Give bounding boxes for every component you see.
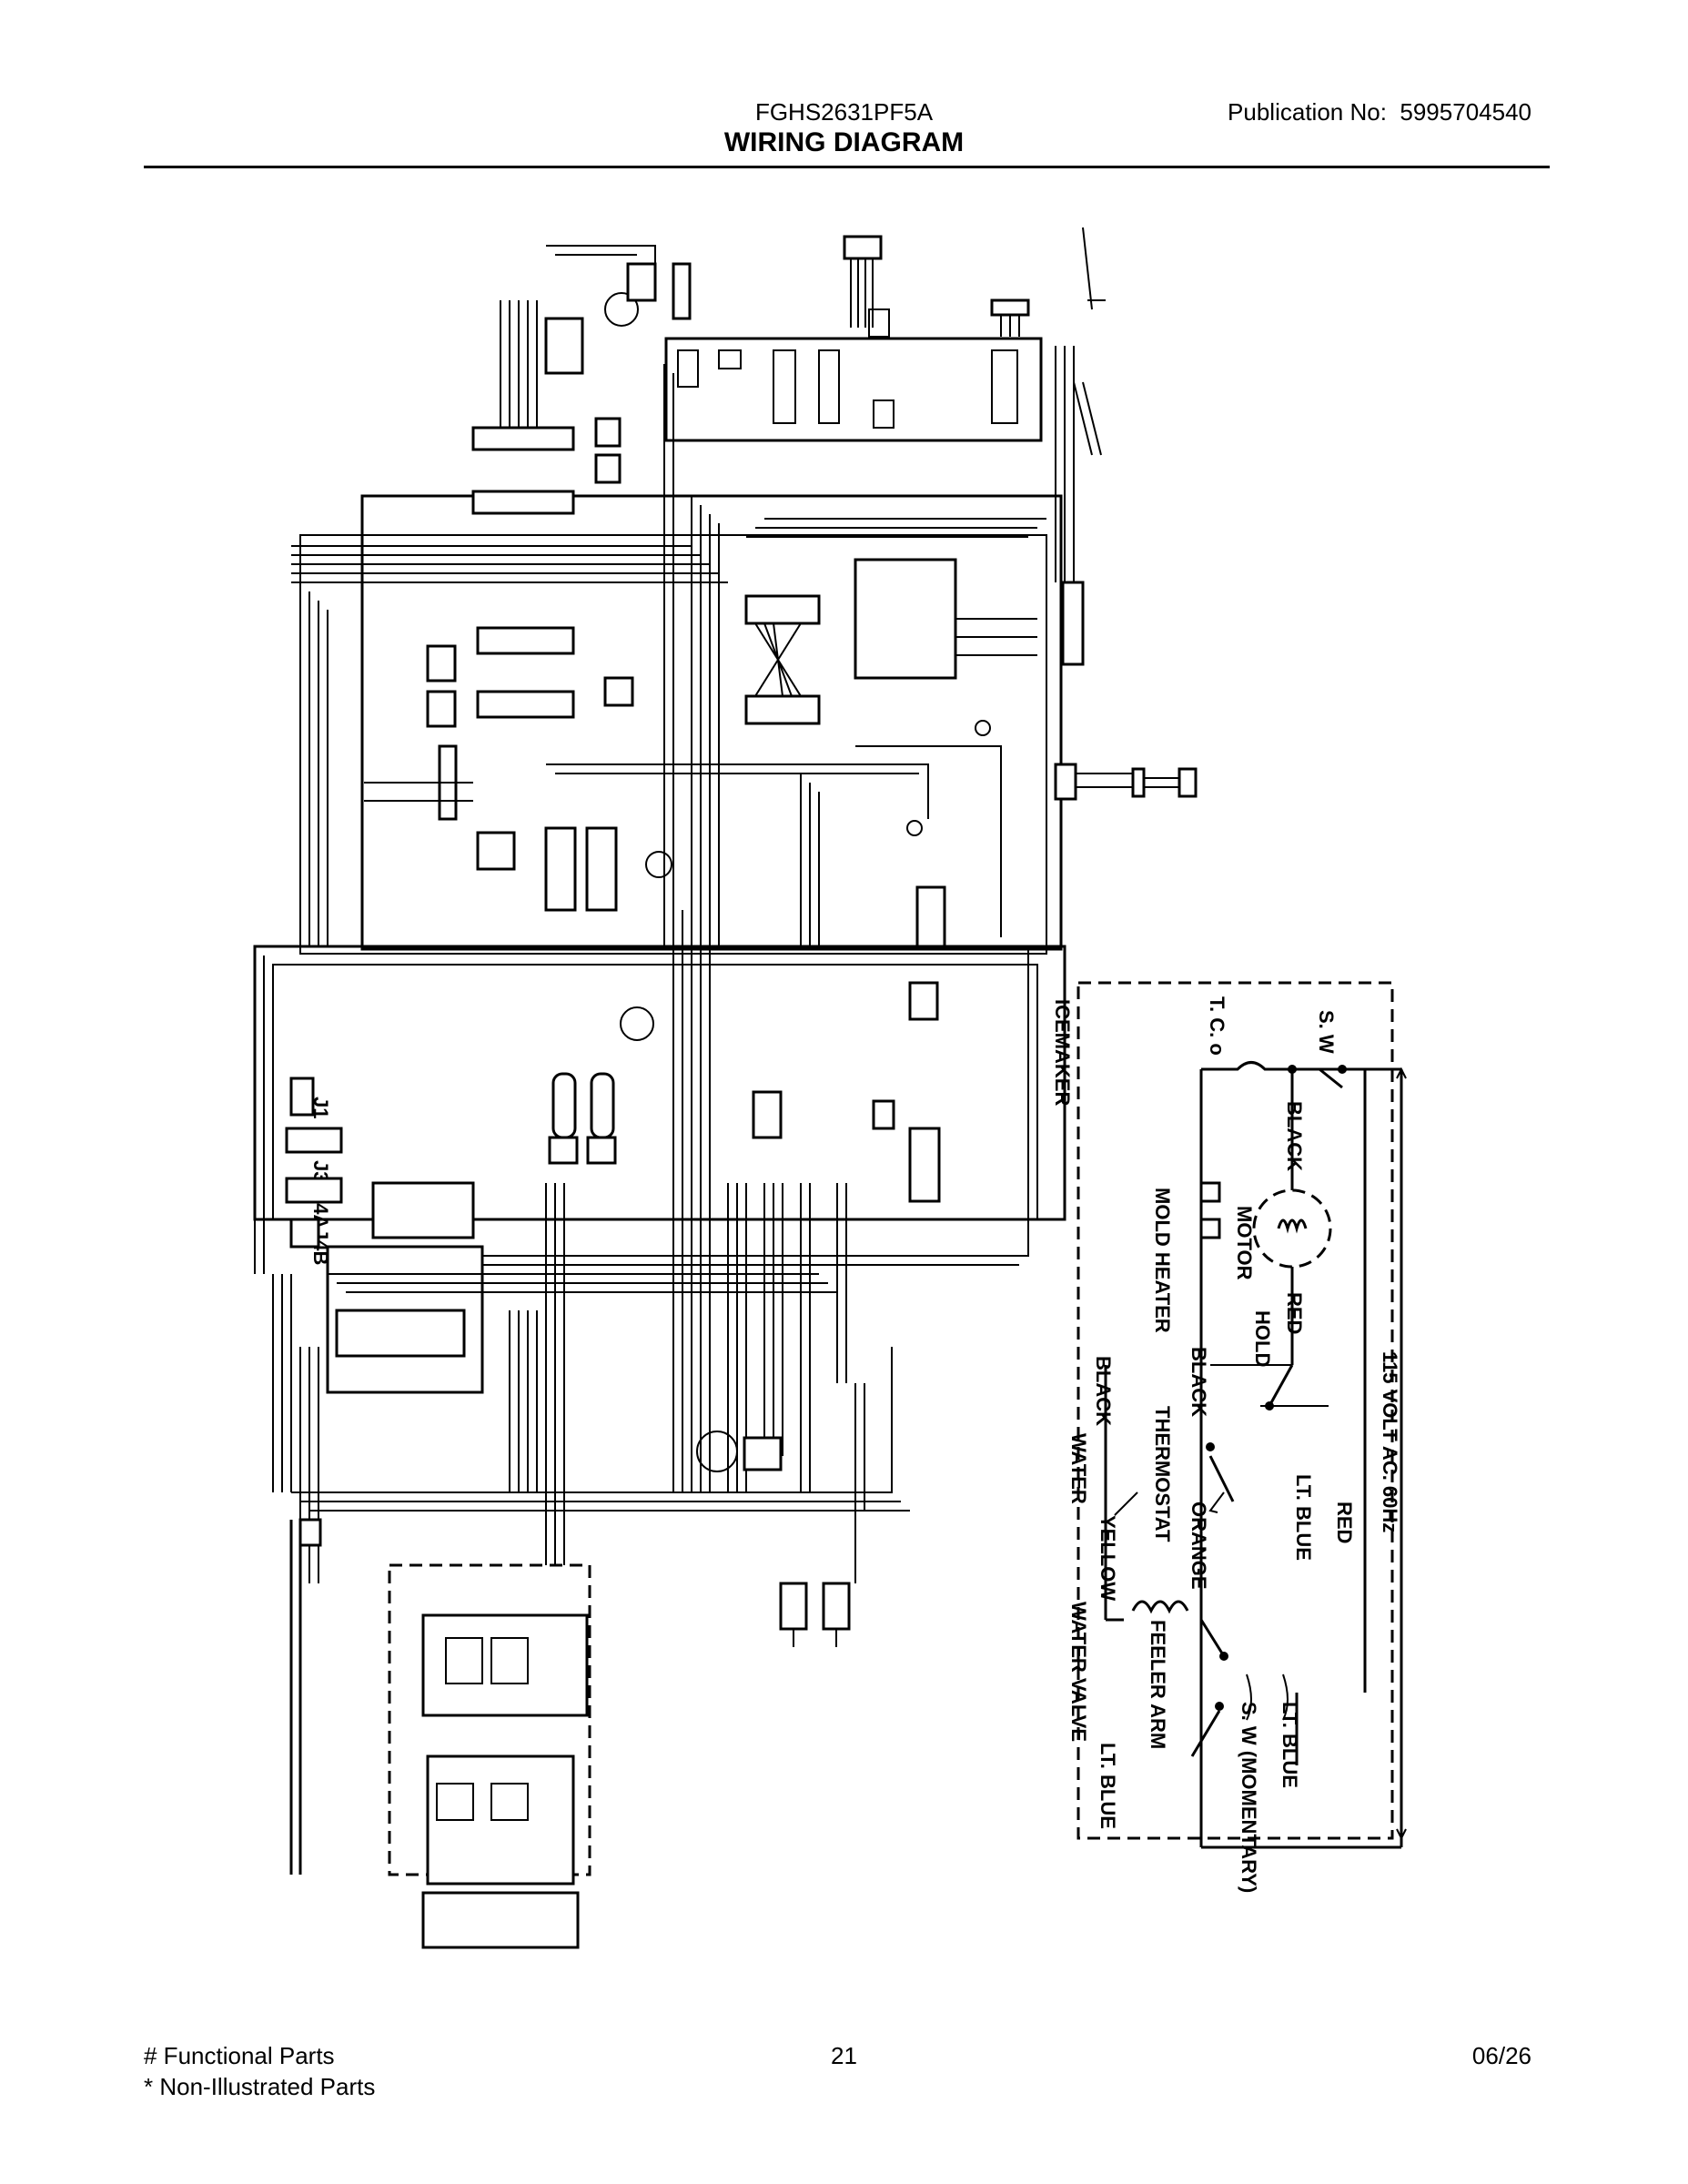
label-thermostat: THERMOSTAT: [1151, 1406, 1174, 1542]
upper-loads: [438, 720, 991, 948]
icemaker-border: [1076, 981, 1394, 1840]
label-sw-top: S. W: [1315, 1010, 1338, 1054]
feeler-arm-switch: [1199, 1619, 1226, 1657]
label-lt-blue-right: LT. BLUE: [1279, 1702, 1301, 1788]
water-valve-icon: [1104, 1365, 1189, 1622]
mold-heater-icon: [1199, 1181, 1221, 1239]
revision-date: 06/26: [1471, 2042, 1531, 2069]
bottom-components: [289, 1431, 856, 1949]
upper-control-section: [291, 227, 1198, 955]
lower-section: J1 J2 J3 J4A J4B: [253, 910, 1066, 1583]
motor-icon: [1252, 1188, 1332, 1269]
label-voltage: 115 VOLT AC. 60Hz: [1379, 1351, 1401, 1532]
publication-label: Publication No:: [1228, 98, 1387, 126]
label-red-right: RED: [1333, 1502, 1356, 1543]
publication-number: 5995704540: [1400, 98, 1531, 126]
thermostat-switch: [1208, 1455, 1235, 1502]
main-board-connectors: [285, 1077, 484, 1394]
lower-wiring: [254, 910, 1029, 1583]
non-illustrated-note: * Non-Illustrated Parts: [144, 2073, 376, 2100]
upper-left-components: [471, 245, 692, 515]
label-black-top: BLACK: [1283, 1101, 1306, 1171]
switch-top: [1319, 1067, 1343, 1089]
valve-2: [822, 1582, 851, 1631]
label-yellow: YELLOW: [1097, 1515, 1119, 1601]
icemaker-section-label: ICEMAKER: [1051, 999, 1074, 1106]
lower-components: [548, 981, 941, 1203]
momentary-switch: [1190, 1710, 1221, 1757]
lower-frame: [253, 945, 1066, 1221]
label-motor: MOTOR: [1233, 1206, 1256, 1280]
header-divider: [144, 166, 1550, 168]
label-feeler-arm: FEELER ARM: [1147, 1620, 1169, 1749]
hold-switch: [1268, 1364, 1294, 1407]
label-sw-momentary: S. W (MOMENTARY): [1238, 1702, 1260, 1893]
label-black-left: BLACK: [1092, 1356, 1115, 1426]
control-connectors: [426, 558, 957, 728]
valve-1: [779, 1582, 808, 1631]
label-lt-blue-lower: LT. BLUE: [1097, 1743, 1119, 1829]
thermal-cutout: [1201, 1061, 1292, 1071]
page-title: WIRING DIAGRAM: [723, 127, 965, 157]
label-water-valve: WATER VALVE: [1067, 1602, 1090, 1742]
label-orange: ORANGE: [1188, 1502, 1210, 1590]
label-hold: HOLD: [1251, 1310, 1274, 1367]
right-harness: [1054, 227, 1198, 801]
label-red: RED: [1283, 1292, 1306, 1334]
functional-parts-note: # Functional Parts: [144, 2042, 335, 2069]
interface-board: [664, 337, 1043, 442]
label-black-mid: BLACK: [1188, 1347, 1210, 1417]
label-lt-blue-mid: LT. BLUE: [1292, 1474, 1315, 1561]
page-number: 21: [831, 2042, 857, 2069]
label-water: WATER: [1067, 1433, 1090, 1504]
label-tco: T. C. o: [1206, 996, 1228, 1056]
top-harness: [843, 235, 1030, 337]
model-number: FGHS2631PF5A: [754, 98, 934, 126]
fan-motor: [696, 1431, 738, 1472]
upper-frame: [360, 494, 1063, 951]
label-mold-heater: MOLD HEATER: [1151, 1188, 1174, 1333]
publication-info: Publication No: 5995704540: [1228, 98, 1531, 126]
upper-wiring: [291, 364, 1046, 946]
icemaker-circuit: ICEMAKER: [1051, 981, 1407, 1893]
